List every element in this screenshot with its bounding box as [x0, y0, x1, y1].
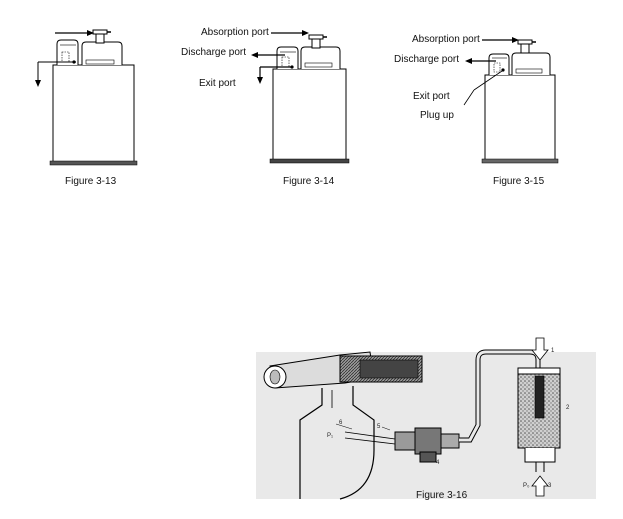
- figure-caption: Figure 3-14: [283, 176, 335, 187]
- figure-caption: Figure 3-13: [65, 176, 117, 187]
- part-number-3: 3: [548, 483, 552, 489]
- part-number-6: 6: [339, 420, 343, 426]
- figure-caption: Figure 3-15: [493, 176, 545, 187]
- absorption-port-label: Absorption port: [412, 34, 480, 45]
- discharge-port-label: Discharge port: [181, 47, 247, 58]
- pressure-label-p1: P₁: [327, 433, 334, 439]
- discharge-port-label: Discharge port: [394, 54, 460, 65]
- part-number-1: 1: [551, 348, 555, 354]
- pressure-label-p0: P₀: [523, 483, 530, 489]
- part-number-2: 2: [566, 405, 570, 411]
- part-number-4: 4: [436, 460, 440, 466]
- exit-port-label: Exit port: [413, 91, 450, 102]
- part-number-5: 5: [377, 424, 381, 430]
- exit-port-label: Exit port: [199, 78, 236, 89]
- absorption-port-label: Absorption port: [201, 27, 269, 38]
- plug-up-label: Plug up: [420, 110, 454, 121]
- figure-caption: Figure 3-16: [416, 490, 468, 501]
